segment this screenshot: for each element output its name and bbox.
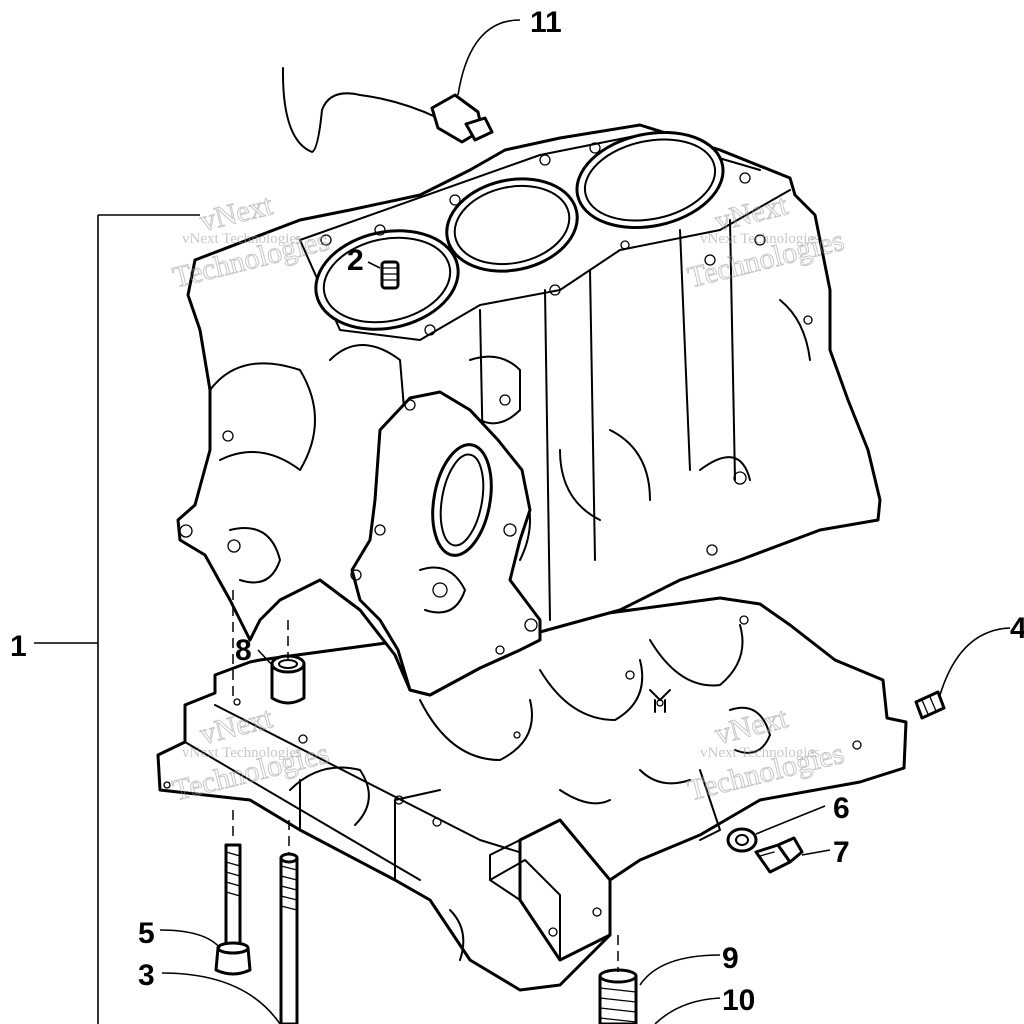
cylinder-bores — [314, 130, 725, 331]
knock-sensor — [281, 67, 494, 153]
callout-3: 3 — [138, 959, 155, 992]
watermark-small-4: vNext Technologies — [700, 745, 820, 761]
callout-8: 8 — [235, 634, 252, 667]
dowel-sleeve — [270, 654, 306, 705]
callout-11: 11 — [530, 6, 562, 39]
callout-numbers: 1 2 3 4 5 6 7 8 9 10 11 — [10, 6, 1024, 1017]
callout-5: 5 — [138, 917, 155, 950]
watermark-small-1: vNext Technologies — [182, 231, 302, 247]
drain-bolt — [754, 836, 804, 874]
callout-2: 2 — [347, 244, 364, 277]
callout-7: 7 — [833, 836, 850, 869]
deck-plug — [380, 260, 400, 290]
stud — [598, 968, 638, 1024]
cylinder-block — [176, 123, 882, 697]
lower-crankcase — [156, 596, 908, 992]
side-plug — [914, 690, 946, 720]
leader-lines — [34, 19, 1011, 1024]
long-bolt-right — [279, 852, 299, 1024]
callout-6: 6 — [833, 792, 850, 825]
callout-1: 1 — [10, 630, 27, 663]
callout-10: 10 — [722, 984, 755, 1017]
long-bolt-left — [214, 843, 252, 976]
callout-4: 4 — [1010, 612, 1024, 645]
watermark-small-2: vNext Technologies — [700, 231, 820, 247]
callout-9: 9 — [722, 942, 739, 975]
washer — [726, 827, 758, 853]
watermark-small-3: vNext Technologies — [182, 745, 302, 761]
